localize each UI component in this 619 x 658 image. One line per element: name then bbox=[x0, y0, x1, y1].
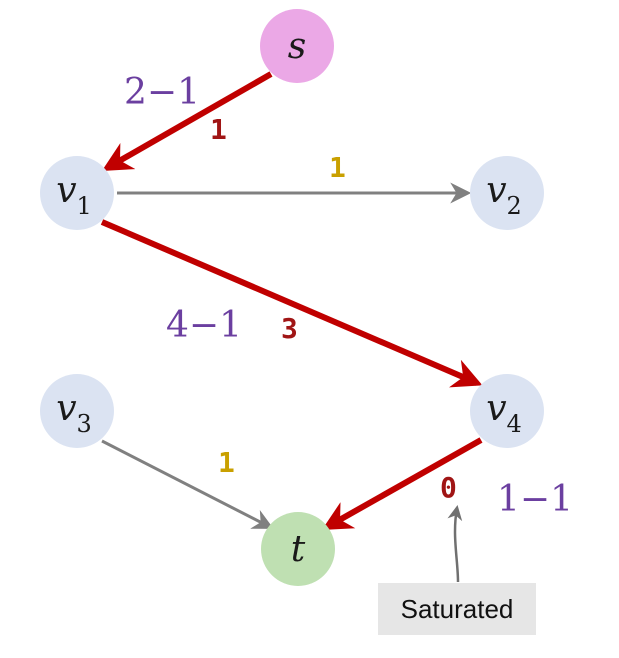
capacity-label-v4-t: 1−1 bbox=[497, 479, 573, 520]
svg-text:v4: v4 bbox=[486, 388, 522, 438]
node-v2: v2 bbox=[470, 156, 544, 230]
nodes-layer: s v1 v2 v3 v4 bbox=[40, 9, 544, 586]
svg-text:v3: v3 bbox=[56, 388, 92, 438]
node-t-circle bbox=[261, 512, 335, 586]
svg-text:v1: v1 bbox=[56, 170, 92, 220]
flow-label-s-v1: 1 bbox=[210, 113, 227, 146]
flow-label-v4-t: 0 bbox=[440, 471, 457, 504]
node-t-label: t bbox=[291, 529, 306, 570]
edge-v3-t bbox=[101, 439, 274, 529]
flow-label-v3-t: 1 bbox=[218, 446, 235, 479]
node-v3-subscript: 3 bbox=[77, 410, 92, 438]
node-v3-circle bbox=[40, 374, 114, 448]
node-s-label: s bbox=[288, 26, 306, 67]
edge-s-v1 bbox=[101, 71, 273, 171]
node-v4-subscript: 4 bbox=[507, 410, 522, 438]
node-v3: v3 bbox=[40, 374, 114, 448]
node-v3-label: v bbox=[56, 388, 76, 429]
node-v1-subscript: 1 bbox=[77, 192, 92, 220]
saturated-callout-text: Saturated bbox=[400, 593, 514, 624]
capacity-label-v1-v4: 4−1 bbox=[166, 305, 242, 346]
node-v1: v1 bbox=[40, 156, 114, 230]
node-v2-circle bbox=[470, 156, 544, 230]
node-v1-label: v bbox=[56, 170, 76, 211]
svg-text:v2: v2 bbox=[486, 170, 522, 220]
flow-label-v1-v4: 3 bbox=[281, 312, 298, 345]
callout-pointer bbox=[447, 505, 463, 583]
node-v4-label: v bbox=[486, 388, 506, 429]
node-v2-label: v bbox=[486, 170, 506, 211]
node-t: t bbox=[261, 512, 335, 586]
node-v1-circle bbox=[40, 156, 114, 230]
node-s: s bbox=[260, 9, 334, 83]
edge-v4-t bbox=[321, 437, 483, 530]
edge-v1-v4 bbox=[100, 219, 483, 388]
node-s-circle bbox=[260, 9, 334, 83]
svg-text:s: s bbox=[288, 26, 306, 67]
capacity-label-s-v1: 2−1 bbox=[124, 72, 200, 113]
capacity-labels-layer: 2−1 4−1 1−1 bbox=[124, 72, 573, 520]
flow-labels-layer: 1 1 3 1 0 bbox=[210, 113, 457, 504]
edges-layer bbox=[100, 71, 483, 530]
svg-text:t: t bbox=[291, 529, 306, 570]
node-v4-circle bbox=[470, 374, 544, 448]
node-v2-subscript: 2 bbox=[507, 192, 522, 220]
node-v4: v4 bbox=[470, 374, 544, 448]
flow-label-v1-v2: 1 bbox=[329, 151, 346, 184]
saturated-callout: Saturated bbox=[378, 583, 536, 635]
